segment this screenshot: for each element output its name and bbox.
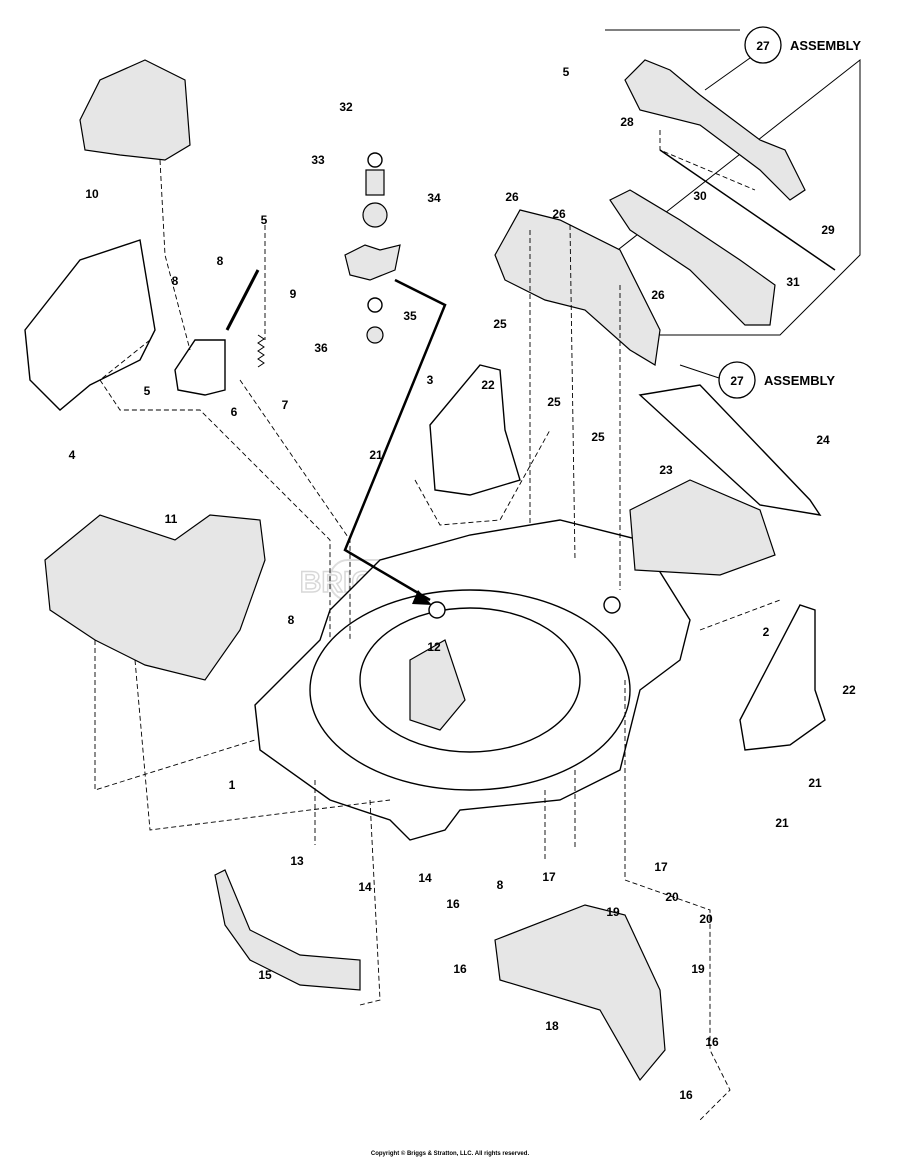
callout: 5 — [144, 384, 151, 398]
copyright-notice: Copyright © Briggs & Stratton, LLC. All … — [370, 1151, 530, 1157]
callout: 35 — [403, 309, 417, 323]
callout: 31 — [786, 275, 800, 289]
callout: 15 — [258, 968, 272, 982]
callout: 21 — [775, 816, 789, 830]
callout: 8 — [288, 613, 295, 627]
callout: 5 — [563, 65, 570, 79]
callout: 23 — [659, 463, 673, 477]
callout: 10 — [85, 187, 99, 201]
callout: 18 — [545, 1019, 559, 1033]
callout: 34 — [427, 191, 441, 205]
callout: 33 — [311, 153, 325, 167]
svg-text:ASSEMBLY: ASSEMBLY — [790, 38, 861, 53]
callout: 14 — [418, 871, 432, 885]
callout: 13 — [290, 854, 304, 868]
callout: 4 — [69, 448, 76, 462]
callout: 29 — [821, 223, 835, 237]
callout: 2 — [763, 625, 770, 639]
part-29-rod — [659, 149, 836, 271]
callout: 17 — [542, 870, 556, 884]
part-7-spring — [257, 334, 265, 368]
callout: 25 — [493, 317, 507, 331]
part-15-skirt — [214, 869, 361, 991]
callout: 21 — [369, 448, 383, 462]
callout: 8 — [172, 274, 179, 288]
assembly-27-top[interactable]: 27 ASSEMBLY — [704, 26, 861, 91]
mower-deck — [254, 519, 691, 841]
callout: 5 — [261, 213, 268, 227]
callout: 25 — [547, 395, 561, 409]
callout: 26 — [505, 190, 519, 204]
blade-adapter-stack — [344, 152, 401, 344]
part-23-mulch-plug — [629, 479, 776, 576]
callout: 17 — [654, 860, 668, 874]
callout: 14 — [358, 880, 372, 894]
callout: 8 — [217, 254, 224, 268]
part-28-bracket — [624, 59, 806, 201]
svg-text:27: 27 — [730, 374, 744, 388]
callout: 12 — [427, 640, 441, 654]
callout: 9 — [290, 287, 297, 301]
part-11-shroud — [44, 514, 266, 681]
callout: 11 — [165, 512, 178, 526]
callout-labels: 5 28 30 29 31 32 33 34 35 36 10 5 8 8 9 … — [69, 65, 856, 1102]
part-31-bracket — [609, 189, 776, 326]
callout: 7 — [282, 398, 289, 412]
callout: 22 — [481, 378, 495, 392]
callout: 26 — [651, 288, 665, 302]
callout: 22 — [842, 683, 856, 697]
callout: 16 — [446, 897, 460, 911]
callout: 28 — [620, 115, 634, 129]
callout: 24 — [816, 433, 830, 447]
part-6-bracket — [174, 339, 226, 396]
part-27-handle-bracket — [494, 209, 661, 366]
callout: 21 — [808, 776, 822, 790]
callout: 8 — [497, 878, 504, 892]
assembly-27-bottom[interactable]: 27 ASSEMBLY — [679, 361, 835, 399]
callout: 16 — [453, 962, 467, 976]
callout: 20 — [699, 912, 713, 926]
part-4-rear-door — [24, 239, 156, 411]
callout: 16 — [705, 1035, 719, 1049]
part-10-cover — [79, 59, 191, 161]
part-24-bar — [638, 384, 822, 516]
part-3-height-adjuster — [429, 364, 521, 496]
callout: 25 — [591, 430, 605, 444]
callout: 20 — [665, 890, 679, 904]
callout: 32 — [339, 100, 353, 114]
svg-text:ASSEMBLY: ASSEMBLY — [764, 373, 835, 388]
part-2-height-adjuster — [739, 604, 826, 751]
callout: 1 — [229, 778, 236, 792]
callout: 30 — [693, 189, 707, 203]
alignment-lines — [94, 130, 781, 1121]
part-9-rod — [225, 269, 260, 331]
callout: 26 — [552, 207, 566, 221]
callout: 6 — [231, 405, 238, 419]
callout: 19 — [691, 962, 705, 976]
part-18-discharge-chute — [494, 904, 666, 1082]
svg-text:27: 27 — [756, 39, 770, 53]
callout: 36 — [314, 341, 328, 355]
callout: 3 — [427, 373, 434, 387]
install-arrow — [343, 278, 447, 605]
callout: 19 — [606, 905, 620, 919]
callout: 16 — [679, 1088, 693, 1102]
